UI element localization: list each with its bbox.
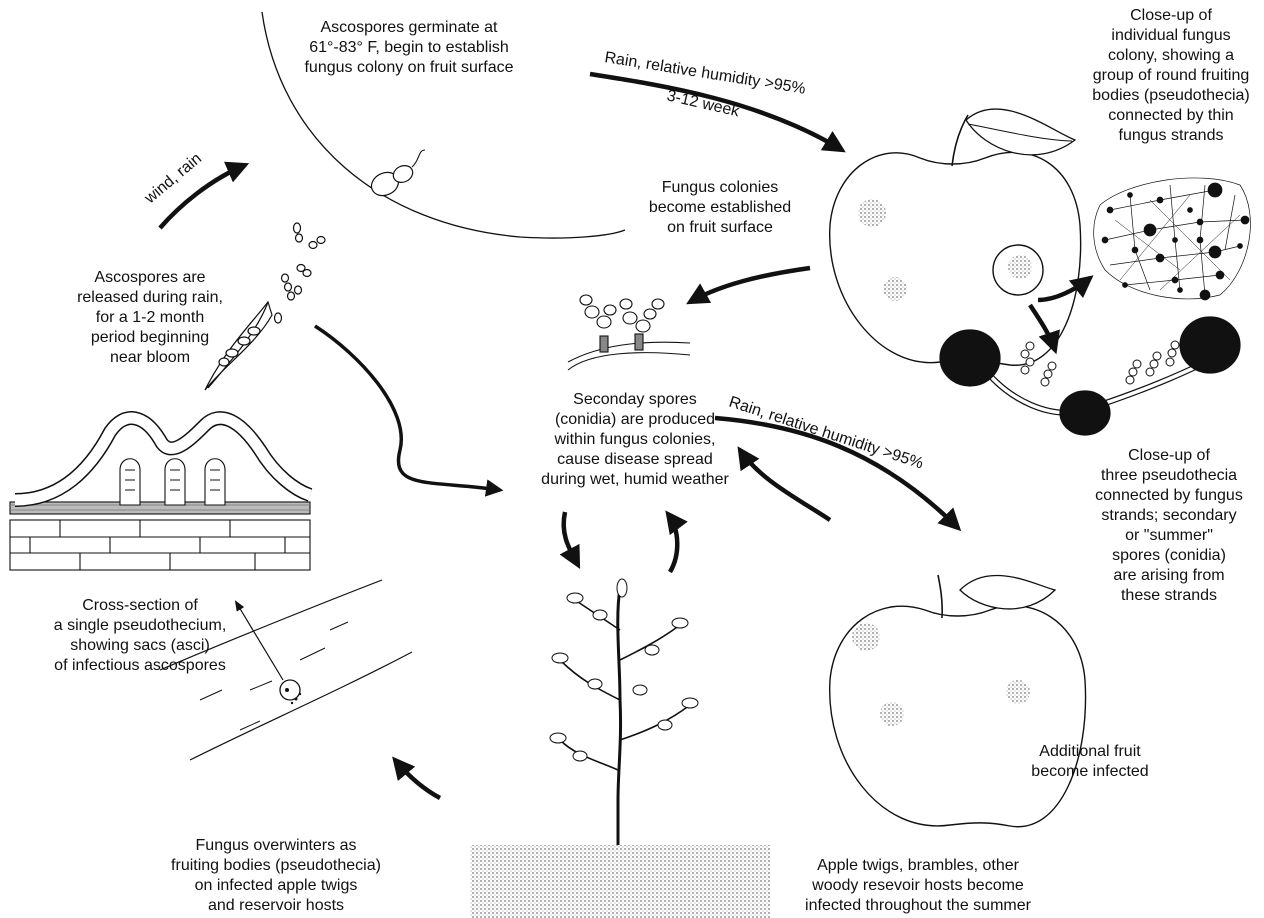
arrow-label-rain-humidity-top: Rain, relative humidity >95% [603,49,806,98]
fruit-surface-closeup [261,11,626,239]
arrow-wind-rain [158,161,250,230]
cycle-arrows [158,71,1094,800]
conidia-on-colony [567,294,691,371]
fungus-colony-network [1093,177,1251,301]
ascus-sac [204,300,273,391]
arrow-apple2-up [737,446,832,522]
arrow-label-rain-humidity-mid: Rain, relative humidity >95% [727,394,926,473]
pseudothecium-cross-section [9,411,313,571]
arrow-to-apple [589,71,846,153]
arrow-down-tree [559,511,581,569]
arrow-to-apple2 [714,415,962,532]
label-closeup-three: Close-up of three pseudothecia connected… [1095,447,1243,604]
infected-apple-top [829,108,1082,366]
infected-apple-bottom [829,574,1087,828]
label-colonies-established: Fungus colonies become established on fr… [648,179,792,236]
label-overwinters: Fungus overwinters as fruiting bodies (p… [171,837,381,914]
arrow-overwinter [392,756,442,800]
label-additional-fruit: Additional fruit become infected [1031,743,1149,780]
arrow-to-three [1028,303,1060,355]
label-ascospores-released: Ascospores are released during rain, for… [77,269,223,366]
label-cross-section: Cross-section of a single pseudothecium,… [53,597,227,674]
arrow-label-wind-rain: wind, rain [141,150,205,208]
label-ascospore-germinate: Ascospores germinate at 61°-83° F, begin… [304,19,514,76]
arrow-colonies [686,265,811,305]
released-ascospores [273,222,326,324]
label-secondary-spores: Seconday spores (conidia) are produced w… [541,391,729,488]
apple-tree [549,578,699,870]
infected-twig [159,579,413,761]
arrow-to-closeup [1037,275,1094,303]
arrow-spores-to-tree [314,324,504,497]
label-reservoir-hosts: Apple twigs, brambles, other woody resev… [805,857,1031,914]
arrow-label-weeks: 3-12 week [665,87,742,120]
three-pseudothecia-closeup [939,316,1241,436]
soil-ground [470,845,770,918]
arrow-up-colonies [665,510,688,574]
label-closeup-colony: Close-up of individual fungus colony, sh… [1092,7,1250,144]
